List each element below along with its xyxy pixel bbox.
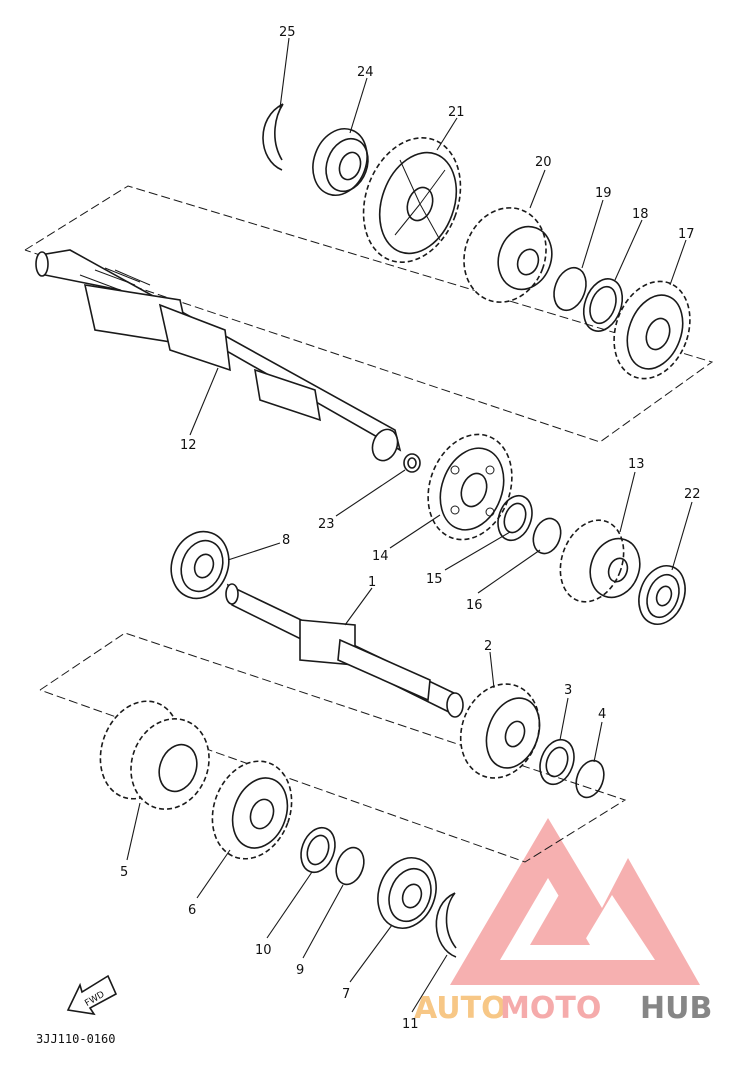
gear-21 (362, 137, 462, 263)
label-4: 4 (598, 707, 606, 722)
label-22: 22 (684, 487, 701, 502)
leader-lines (126, 37, 693, 1013)
washer-18 (582, 278, 624, 332)
label-12: 12 (180, 438, 197, 453)
diagram-code: 3JJ110-0160 (36, 1032, 115, 1046)
label-15: 15 (426, 572, 443, 587)
drive-axle-1 (225, 583, 464, 718)
circlip-9 (335, 846, 365, 886)
label-10: 10 (255, 943, 272, 958)
label-18: 18 (632, 207, 649, 222)
automotohub-logo-icon (450, 818, 700, 985)
gear-5 (99, 700, 210, 810)
bearing-24 (312, 128, 369, 196)
label-5: 5 (120, 865, 128, 880)
label-23: 23 (318, 517, 335, 532)
circlip-19 (553, 266, 587, 312)
washer-10 (300, 826, 336, 874)
circlip-16 (532, 517, 562, 555)
watermark-auto: AUTO (414, 991, 507, 1026)
label-9: 9 (296, 963, 304, 978)
bushing-23 (403, 453, 421, 473)
label-7: 7 (342, 987, 350, 1002)
gear-6 (211, 760, 293, 860)
gear-20 (463, 207, 553, 303)
label-11: 11 (402, 1017, 419, 1032)
gear-2 (459, 683, 541, 779)
gear-17 (613, 280, 691, 380)
label-16: 16 (466, 598, 483, 613)
bearing-8 (170, 530, 230, 600)
washer-3 (539, 738, 575, 786)
label-20: 20 (535, 155, 552, 170)
circlip-4 (575, 759, 605, 799)
label-3: 3 (564, 683, 572, 698)
watermark-hub: HUB (640, 991, 712, 1026)
circlip-11 (435, 892, 457, 958)
label-19: 19 (595, 186, 612, 201)
gear-13 (559, 519, 641, 603)
label-24: 24 (357, 65, 374, 80)
part-labels: 25 24 21 20 19 18 17 12 23 14 15 16 13 2… (120, 25, 701, 1032)
label-2: 2 (484, 639, 492, 654)
label-17: 17 (678, 227, 695, 242)
label-8: 8 (282, 533, 290, 548)
circlip-25 (262, 103, 284, 171)
main-axle-12 (35, 249, 402, 462)
bearing-22 (638, 565, 686, 625)
bearing-7 (377, 857, 437, 929)
label-25: 25 (279, 25, 296, 40)
label-21: 21 (448, 105, 465, 120)
label-13: 13 (628, 457, 645, 472)
watermark-moto: MOTO (500, 991, 601, 1026)
upper-shaft-outline (24, 185, 714, 443)
gear-14 (427, 433, 513, 541)
label-14: 14 (372, 549, 389, 564)
fwd-arrow-icon (66, 974, 118, 1016)
label-6: 6 (188, 903, 196, 918)
watermark-text: AUTO MOTO HUB (414, 991, 712, 1026)
lower-shaft-outline (39, 632, 627, 863)
label-1: 1 (368, 575, 376, 590)
